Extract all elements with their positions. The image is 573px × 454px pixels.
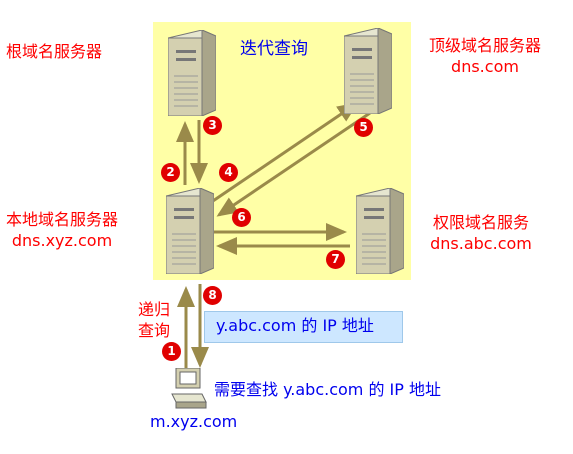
step-3-badge: 3	[203, 116, 222, 135]
local-server-icon	[164, 187, 216, 278]
arrow-step-5	[216, 111, 371, 217]
tld-server-icon	[342, 27, 394, 118]
host-name: m.xyz.com	[150, 412, 238, 431]
recursive-label-line2: 查询	[138, 321, 171, 340]
step-7-badge: 7	[326, 250, 345, 269]
recursive-label-line1: 递归	[138, 300, 171, 319]
local-server-domain: dns.xyz.com	[11, 231, 113, 250]
auth-server-label: 权限域名服务	[432, 213, 529, 232]
tld-server-label: 顶级域名服务器	[428, 36, 541, 55]
root-server-label: 根域名服务器	[6, 42, 103, 61]
diagram-title: 迭代查询	[240, 39, 308, 59]
client-computer-icon	[170, 367, 208, 416]
tld-server-domain: dns.com	[451, 57, 519, 76]
step-4-badge: 4	[219, 163, 238, 182]
step-5-badge: 5	[354, 118, 373, 137]
auth-server-icon	[354, 187, 406, 278]
auth-server-domain: dns.abc.com	[430, 234, 532, 253]
step-2-badge: 2	[161, 163, 180, 182]
query-text: 需要查找 y.abc.com 的 IP 地址	[214, 380, 442, 399]
answer-box	[204, 311, 403, 343]
answer-text: y.abc.com 的 IP 地址	[216, 316, 374, 335]
step-1-badge: 1	[162, 342, 181, 361]
arrow-step-4	[206, 102, 359, 207]
step-8-badge: 8	[203, 286, 222, 305]
root-server-icon	[166, 29, 218, 120]
step-6-badge: 6	[232, 208, 251, 227]
local-server-label: 本地域名服务器	[6, 210, 119, 229]
